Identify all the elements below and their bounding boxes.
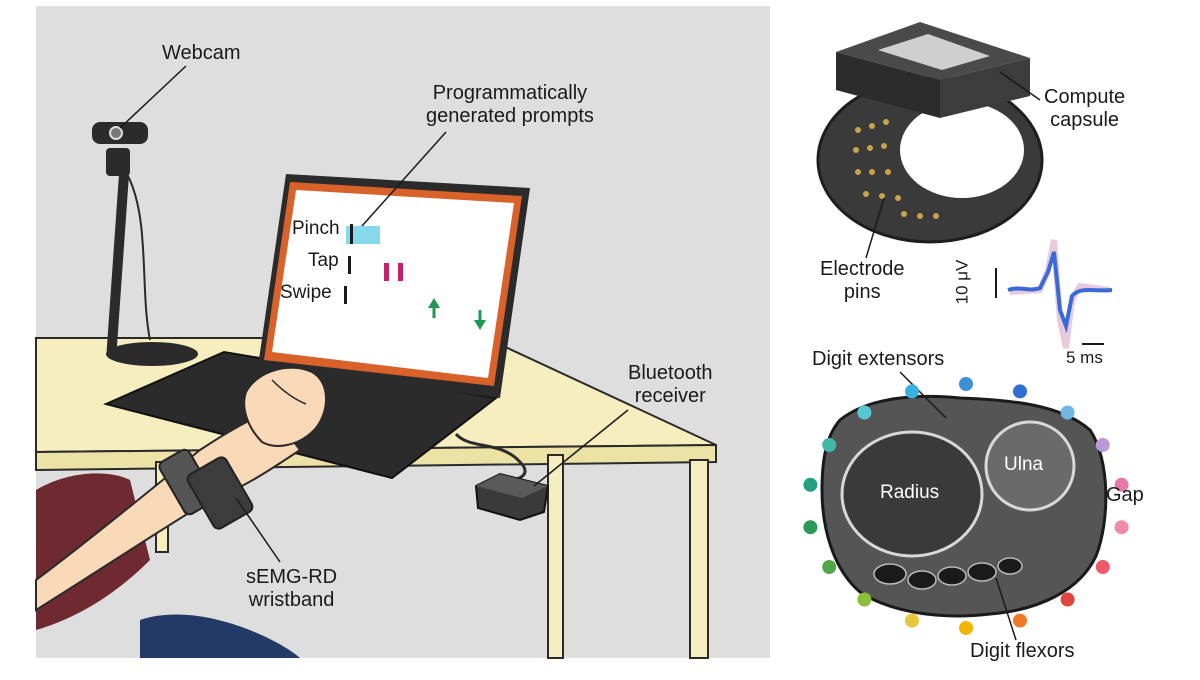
webcam-label-text: Webcam — [162, 42, 241, 64]
compute-capsule-front — [940, 58, 1030, 118]
ulna-label: Ulna — [1004, 454, 1044, 475]
wristband-leader — [235, 497, 281, 563]
electrode-pins-label: Electrode pins — [820, 258, 905, 304]
gap-text: Gap — [1106, 484, 1144, 506]
electrode-dot — [857, 592, 872, 607]
webcam-label: Webcam — [162, 42, 241, 65]
radius-label: Radius — [880, 482, 940, 503]
electrode-label-line1: Electrode — [820, 258, 905, 280]
webcam-lens — [109, 126, 123, 140]
electrode-dot — [1114, 477, 1129, 492]
electrode-dot — [1114, 520, 1129, 535]
digit-flexors-label: Digit flexors — [970, 640, 1074, 663]
electrode-ring — [803, 377, 1129, 635]
electrode-dot — [1060, 405, 1075, 420]
tap-mark-1 — [384, 263, 389, 281]
tap-cursor — [348, 256, 351, 274]
wristband-label-line2: wristband — [248, 589, 335, 611]
webcam-stand-pole — [106, 167, 130, 353]
knuckle-line — [271, 379, 307, 405]
electrode-leader — [865, 197, 885, 259]
pinch-highlight — [346, 226, 380, 244]
webcam-leader — [119, 65, 187, 129]
bluetooth-label: Bluetooth receiver — [628, 362, 713, 408]
compute-capsule-label: Compute capsule — [1044, 86, 1125, 132]
forearm — [35, 408, 302, 612]
electrode-dot — [803, 520, 818, 535]
electrode-dot — [822, 560, 837, 574]
webcam-clamp — [106, 148, 130, 176]
anatomy-panel — [803, 371, 1129, 641]
electrode-pins — [853, 119, 939, 219]
screen-prompt-pinch: Pinch — [292, 218, 340, 239]
electrode-dot — [1095, 560, 1110, 574]
table-leg-middle — [547, 454, 564, 659]
bluetooth-label-line2: receiver — [634, 385, 706, 407]
digit-flexors-text: Digit flexors — [970, 640, 1075, 662]
compute-capsule-window — [878, 34, 990, 70]
prompts-label-line2: generated prompts — [426, 105, 594, 127]
electrode-dot — [905, 384, 919, 399]
electrode-label-line2: pins — [843, 281, 881, 303]
swipe-cursor — [344, 286, 347, 304]
compute-leader — [999, 71, 1041, 101]
prompts-leader — [361, 131, 447, 227]
bluetooth-leader — [533, 409, 629, 487]
compute-label-line2: capsule — [1050, 109, 1120, 131]
tap-mark-2 — [398, 263, 403, 281]
screen-prompt-tap: Tap — [308, 250, 339, 271]
digit-extensors-text: Digit extensors — [812, 348, 945, 370]
semg-wristband — [158, 448, 254, 530]
wristband-label: sEMG-RD wristband — [246, 566, 337, 612]
compute-capsule-side — [836, 52, 940, 118]
setup-panel — [35, 6, 770, 659]
prompts-label: Programmatically generated prompts — [426, 82, 594, 128]
ulna-bone — [984, 420, 1076, 512]
webcam-stand-base — [106, 342, 198, 366]
electrode-dot — [905, 613, 919, 628]
bluetooth-receiver-top — [476, 474, 548, 498]
compute-label-line1: Compute — [1044, 86, 1126, 108]
electrode-dot — [1013, 384, 1027, 399]
swipe-up-arrow-icon — [428, 298, 440, 318]
flexor-compartments — [873, 557, 1023, 590]
voltage-scale-label: 10 μV — [952, 259, 972, 305]
electrode-dot — [803, 477, 818, 492]
wristband-inner-opening — [900, 102, 1024, 198]
wristband-label-line1: sEMG-RD — [246, 566, 338, 588]
digit-extensors-label: Digit extensors — [812, 348, 944, 371]
floor-shadow — [140, 614, 300, 658]
waveform-trace — [1007, 251, 1113, 334]
flexors-leader — [995, 577, 1017, 641]
laptop-screen — [272, 190, 514, 378]
pinch-cursor — [350, 224, 353, 244]
prompts-label-line1: Programmatically — [432, 82, 588, 104]
hand — [243, 366, 328, 447]
electrode-dot — [1060, 592, 1075, 607]
electrode-dot — [1013, 613, 1027, 628]
receiver-cable — [454, 432, 527, 482]
gap-label: Gap — [1106, 484, 1144, 507]
screen-prompt-swipe: Swipe — [280, 282, 332, 303]
electrode-dot — [822, 438, 837, 452]
electrode-dot — [959, 377, 973, 391]
electrode-dot — [857, 405, 872, 420]
extensors-leader — [899, 371, 947, 419]
electrode-dot — [1095, 438, 1110, 452]
swipe-down-arrow-icon — [474, 310, 486, 330]
electrode-dot — [959, 621, 973, 635]
time-scale-label: 5 ms — [1066, 348, 1103, 367]
radius-bone — [840, 430, 984, 558]
bluetooth-label-line1: Bluetooth — [628, 362, 713, 384]
device-panel — [816, 22, 1113, 349]
webcam-cable — [127, 175, 151, 341]
table-leg-right — [689, 459, 709, 659]
